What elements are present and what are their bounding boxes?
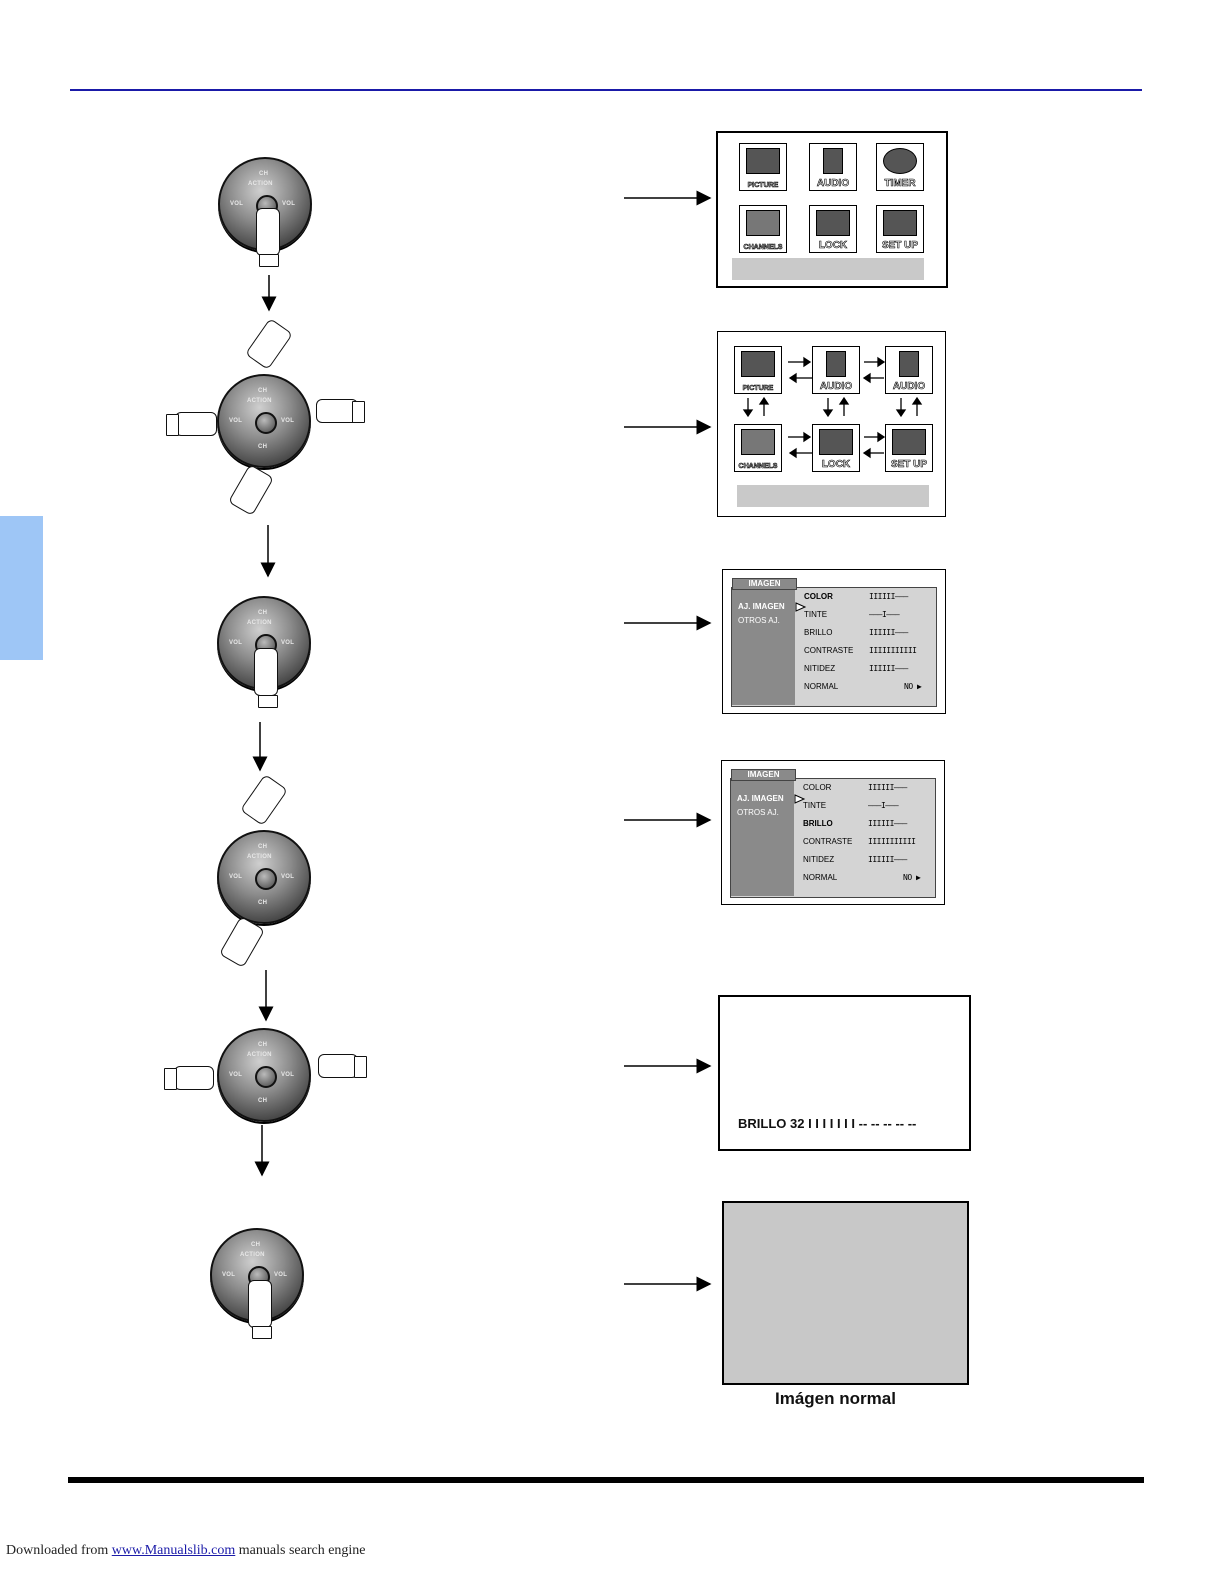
hand-cuff-icon [258,695,278,708]
channels-icon[interactable]: CHANNELS [739,205,787,253]
download-footer: Downloaded from www.Manualslib.com manua… [6,1543,366,1559]
menu-status-bar [732,258,924,280]
menu-item-otros-aj[interactable]: OTROS AJ. [738,616,780,625]
brillo-adjust-screen: BRILLO 32 I I I I I I I -- -- -- -- -- [718,995,971,1151]
menu-status-bar [737,485,929,507]
hand-cuff-icon [352,401,365,423]
action-button[interactable] [255,868,277,890]
remote-wheel-leftright[interactable]: CH ACTION VOL VOL CH [217,1028,311,1122]
pointing-hand-left-icon [175,412,217,436]
menu-item-aj-imagen[interactable]: AJ. IMAGEN [737,794,784,803]
tab-imagen[interactable]: IMAGEN [732,578,797,590]
tab-imagen[interactable]: IMAGEN [731,769,796,781]
pointing-hand-icon [256,208,280,256]
normal-picture-screen [722,1201,969,1385]
hand-cuff-icon [259,254,279,267]
picture-menu-screen: IMAGEN AJ. IMAGEN OTROS AJ. COLOR IIIIII… [722,569,946,714]
brillo-level-readout: BRILLO 32 I I I I I I I -- -- -- -- -- [738,1116,916,1131]
hand-cuff-icon [164,1068,177,1090]
lock-icon[interactable]: LOCK [809,205,857,253]
pointing-hand-left-icon [174,1066,214,1090]
remote-wheel-updown[interactable]: CH ACTION VOL VOL CH [217,830,311,924]
picture-icon[interactable]: PICTURE [739,143,787,191]
hand-cuff-icon [354,1056,367,1078]
action-button[interactable] [255,412,277,434]
timer-icon[interactable]: TIMER [876,143,924,191]
manualslib-link[interactable]: www.Manualslib.com [112,1543,236,1558]
hand-cuff-icon [166,414,179,436]
audio-icon[interactable]: AUDIO [809,143,857,191]
main-menu-screen: PICTURE AUDIO TIMER CHANNELS LOCK SET UP [716,131,948,288]
pointing-hand-icon [254,648,278,696]
hand-cuff-icon [252,1326,272,1339]
nav-menu-screen: PICTURE AUDIO AUDIO CHANNELS LOCK SET UP [717,331,946,517]
menu-item-otros-aj[interactable]: OTROS AJ. [737,808,779,817]
pointing-hand-right-icon [318,1054,358,1078]
pointing-hand-icon [248,1280,272,1328]
remote-wheel-directions[interactable]: CH ACTION VOL VOL CH [217,374,311,468]
normal-picture-caption: Imágen normal [775,1389,896,1409]
action-button[interactable] [255,1066,277,1088]
menu-item-aj-imagen[interactable]: AJ. IMAGEN [738,602,785,611]
setup-icon[interactable]: SET UP [876,205,924,253]
picture-menu-screen-brillo: IMAGEN AJ. IMAGEN OTROS AJ. COLOR IIIIII… [721,760,945,905]
